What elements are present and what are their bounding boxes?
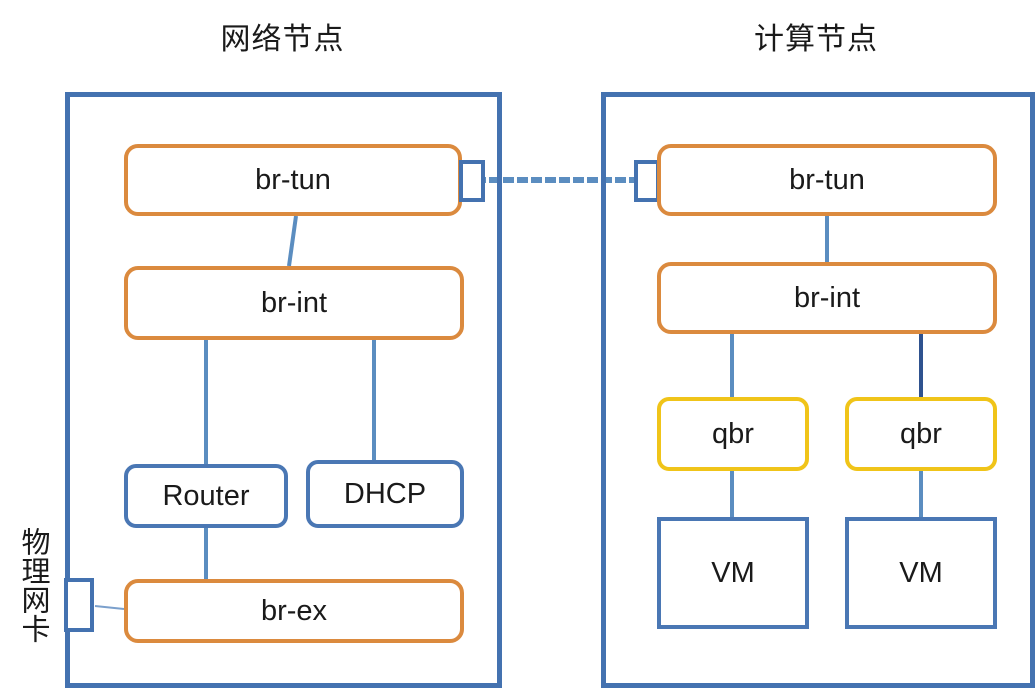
physical-nic-label: 物理网卡 xyxy=(17,527,49,643)
network-tunnel-port[interactable] xyxy=(459,160,485,202)
dhcp-box[interactable]: DHCP xyxy=(306,460,464,528)
link-nic-brex xyxy=(94,605,125,610)
compute-br-tun-box[interactable]: br-tun xyxy=(657,144,997,216)
br-ex-box[interactable]: br-ex xyxy=(124,579,464,643)
network-node-title: 网络节点 xyxy=(220,23,345,56)
network-br-tun-box[interactable]: br-tun xyxy=(124,144,462,216)
vm-right-box[interactable]: VM xyxy=(845,517,997,629)
router-box[interactable]: Router xyxy=(124,464,288,528)
link-brtun-brint-network xyxy=(287,215,298,267)
physical-nic-port[interactable] xyxy=(64,578,94,632)
compute-br-int-box[interactable]: br-int xyxy=(657,262,997,334)
compute-node-container xyxy=(601,92,1035,688)
network-br-int-box[interactable]: br-int xyxy=(124,266,464,340)
vm-left-box[interactable]: VM xyxy=(657,517,809,629)
qbr-right-box[interactable]: qbr xyxy=(845,397,997,471)
network-node-container xyxy=(65,92,502,688)
qbr-left-box[interactable]: qbr xyxy=(657,397,809,471)
compute-node-title: 计算节点 xyxy=(754,23,878,56)
